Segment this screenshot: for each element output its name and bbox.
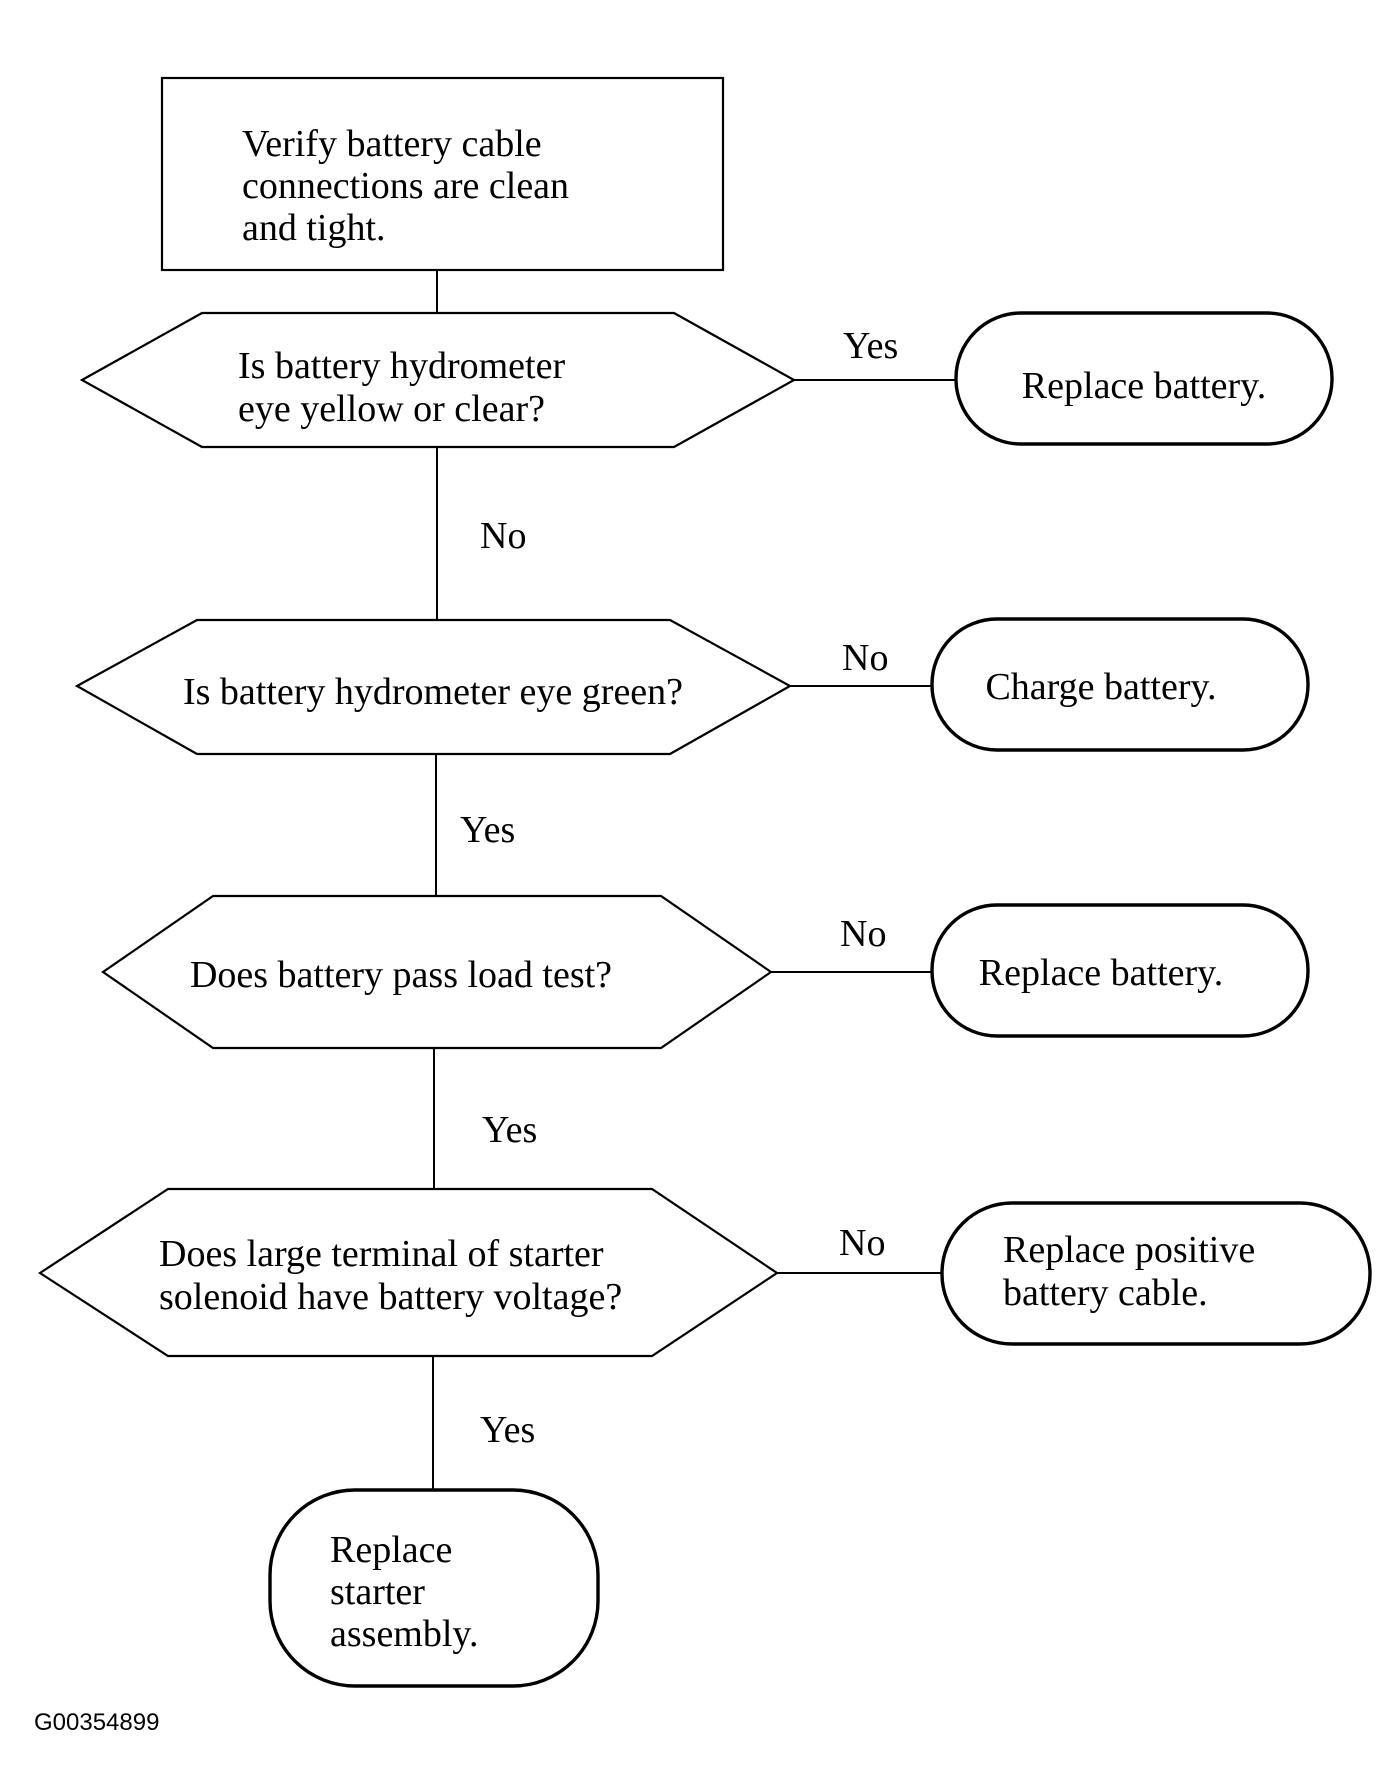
decision-1-branch-label: Yes xyxy=(843,325,898,367)
result-4-text: Replace positive battery cable. xyxy=(1003,1229,1265,1314)
decision-4-continue-label: Yes xyxy=(480,1409,535,1451)
decision-1-continue-label: No xyxy=(480,515,526,557)
decision-2-branch-label: No xyxy=(842,637,888,679)
figure-code: G00354899 xyxy=(34,1709,159,1736)
decision-3-text: Does battery pass load test? xyxy=(190,954,612,996)
result-3-terminal xyxy=(930,903,1310,1038)
decision-3-branch-label: No xyxy=(840,913,886,955)
result-1-text: Replace battery. xyxy=(1022,365,1266,407)
start-box xyxy=(160,76,725,272)
result-1-terminal xyxy=(954,311,1334,446)
decision-hexagon-4 xyxy=(37,1187,779,1358)
decision-3-continue-label: Yes xyxy=(482,1109,537,1151)
decision-4-text: Does large terminal of starter solenoid … xyxy=(159,1233,622,1318)
end-terminal-text: Replace starter assembly. xyxy=(330,1529,478,1655)
decision-hexagon-3 xyxy=(101,894,773,1050)
result-2-terminal xyxy=(930,617,1310,752)
decision-hexagon-2 xyxy=(74,618,793,756)
result-4-terminal xyxy=(940,1201,1372,1346)
end-terminal xyxy=(268,1488,600,1688)
decision-hexagon-1 xyxy=(79,311,797,449)
start-box-text: Verify battery cable connections are cle… xyxy=(242,123,579,249)
result-3-text: Replace battery. xyxy=(979,952,1223,994)
decision-4-branch-label: No xyxy=(839,1222,885,1264)
result-2-text: Charge battery. xyxy=(985,666,1216,708)
decision-2-continue-label: Yes xyxy=(460,809,515,851)
decision-2-text: Is battery hydrometer eye green? xyxy=(183,671,683,713)
decision-1-text: Is battery hydrometer eye yellow or clea… xyxy=(238,345,575,430)
